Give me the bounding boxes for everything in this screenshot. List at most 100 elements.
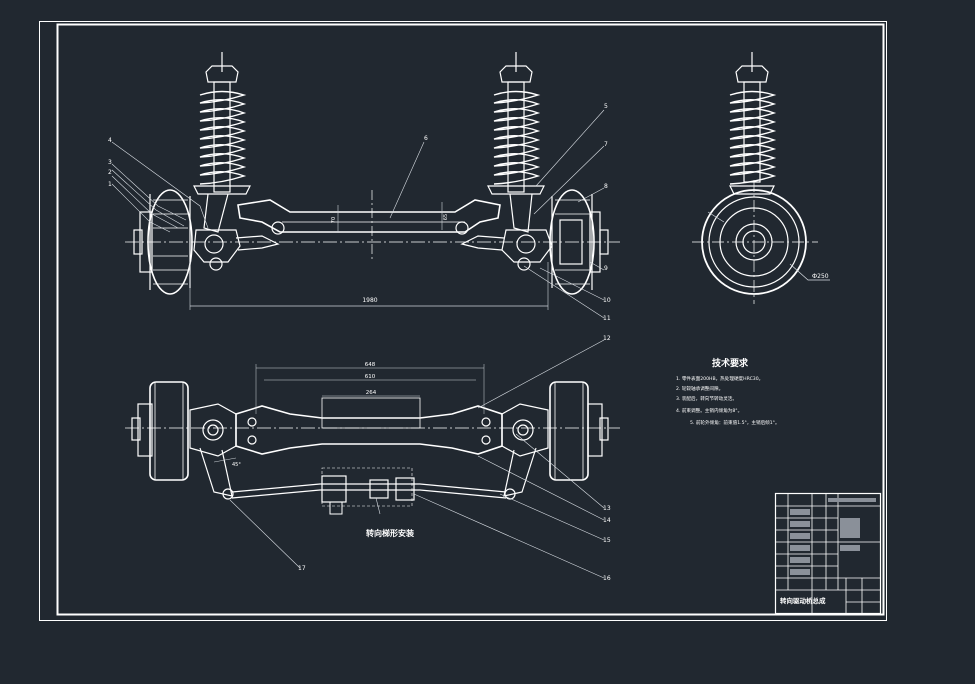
- tech-req-line: 5. 前轮外倾角：前束值1.5°，主销后倾1°。: [690, 419, 780, 426]
- leader-16: [499, 493, 605, 541]
- part-number: 9: [604, 265, 608, 272]
- left-drum-fins: [153, 199, 188, 285]
- plan-left-tire: [149, 381, 189, 481]
- left-kingpin-ball: [204, 234, 224, 254]
- side-dim-text: 65: [443, 214, 449, 220]
- right-drum-fins: [555, 199, 590, 285]
- plan-left-kingpin-inner: [207, 424, 219, 436]
- plan-angle-line: [213, 457, 237, 463]
- right-axle-bolt: [455, 221, 469, 235]
- leader-15: [477, 455, 605, 521]
- left-spring-seat: [193, 185, 251, 195]
- part-number: 15: [603, 537, 611, 544]
- plan-dim-outer-text: 648: [365, 362, 376, 368]
- tb-fill-6: [790, 569, 810, 575]
- center-dim-text: 70: [331, 217, 337, 223]
- tech-req-line: 4. 前束调整。主销内倾角为8°。: [676, 407, 742, 414]
- wheel-dim-leader: [789, 263, 830, 281]
- plan-bolt-2: [247, 435, 257, 445]
- plan-left-hubcap: [131, 417, 141, 441]
- plan-left-hub: [137, 403, 153, 457]
- wheel-dim-text: Ф250: [812, 273, 829, 280]
- left-hub-cap: [133, 229, 143, 255]
- leader-5: [111, 169, 185, 227]
- tb-fill-3: [790, 533, 810, 539]
- leader-19: [375, 497, 381, 515]
- plan-bolt-1: [247, 417, 257, 427]
- plan-bolt-4: [481, 435, 491, 445]
- plan-right-tire: [549, 381, 589, 481]
- leader-3: [111, 163, 187, 221]
- side-damper-body: [743, 81, 761, 183]
- drawing-name: 转向驱动桥总成: [780, 596, 826, 605]
- leader-2: [111, 175, 179, 229]
- leader-6: [389, 141, 425, 219]
- wheel-dim-leader-2: [707, 211, 725, 223]
- tb-fill-1: [790, 509, 810, 515]
- title-block: [774, 492, 882, 615]
- leader-1: [111, 183, 171, 233]
- leader-11: [539, 267, 605, 301]
- side-view: [692, 52, 830, 304]
- plan-axle-beam: [235, 405, 503, 455]
- left-knuckle: [193, 229, 241, 263]
- leader-9: [577, 187, 605, 203]
- outer-border: [39, 21, 887, 621]
- part-number: 14: [603, 517, 611, 524]
- tb-fill-8: [840, 545, 860, 551]
- plan-angle-text: 45°: [232, 462, 241, 468]
- plan-right-tire-treads: [554, 382, 584, 480]
- part-number: 7: [604, 141, 608, 148]
- tb-fill-9: [828, 498, 876, 502]
- right-lower-ball: [517, 257, 531, 271]
- leader-10: [589, 261, 605, 271]
- leader-14: [515, 433, 605, 509]
- plan-left-knuckle: [189, 403, 237, 457]
- left-hub-flange: [139, 211, 153, 273]
- plan-dim-mid-text: 610: [365, 374, 376, 380]
- plan-tie-rod: [231, 483, 507, 499]
- right-strut-lower: [509, 193, 533, 233]
- left-axle-bolt: [271, 221, 285, 235]
- plan-right-hubcap: [599, 417, 609, 441]
- left-coil-spring: [199, 90, 247, 185]
- plan-tierod-clamp-3: [395, 477, 415, 501]
- leader-7: [535, 109, 605, 187]
- plan-tierod-clamp-2: [369, 479, 389, 499]
- leader-4: [111, 141, 209, 229]
- part-number: 11: [603, 315, 611, 322]
- part-number: 12: [603, 335, 611, 342]
- tech-requirements: 技术要求 1. 零件表面200HB，热处理硬度HRC30。 2. 轮毂轴承调整间…: [676, 357, 780, 426]
- title-block-frame: [774, 492, 882, 615]
- leader-lines: [111, 109, 605, 579]
- side-coil-spring: [729, 90, 777, 185]
- part-number: 1: [108, 181, 112, 188]
- side-strut-top: [735, 65, 769, 83]
- track-dim-text: 1980: [362, 297, 377, 304]
- right-brake-drum: [549, 189, 595, 295]
- part-number: 10: [603, 297, 611, 304]
- left-brake-drum: [147, 189, 193, 295]
- part-number: 3: [108, 159, 112, 166]
- plan-left-kingpin: [202, 419, 224, 441]
- leader-17: [413, 493, 605, 579]
- plan-tierod-mount: [329, 502, 343, 515]
- tb-fill-2: [790, 521, 810, 527]
- plan-dim-inner-text: 264: [366, 390, 377, 396]
- right-coil-spring: [493, 90, 541, 185]
- plan-tierod-clamp-1: [321, 475, 347, 503]
- plan-caption: 转向梯形安装: [366, 528, 414, 538]
- leader-13: [477, 339, 605, 409]
- part-number: 8: [604, 183, 608, 190]
- part-number: 6: [424, 135, 428, 142]
- part-number: 16: [603, 575, 611, 582]
- part-number: 17: [298, 565, 306, 572]
- part-numbers: 1 2 3 4 5 6 7 8 9 10 11 12 13 14 15 16 1…: [108, 103, 611, 582]
- part-number: 13: [603, 505, 611, 512]
- plan-left-tierod-end: [222, 488, 234, 500]
- plan-right-tierod-end: [504, 488, 516, 500]
- part-number: 2: [108, 169, 112, 176]
- axle-beam: [237, 199, 501, 233]
- tech-req-line: 1. 零件表面200HB，热处理硬度HRC30。: [676, 375, 763, 382]
